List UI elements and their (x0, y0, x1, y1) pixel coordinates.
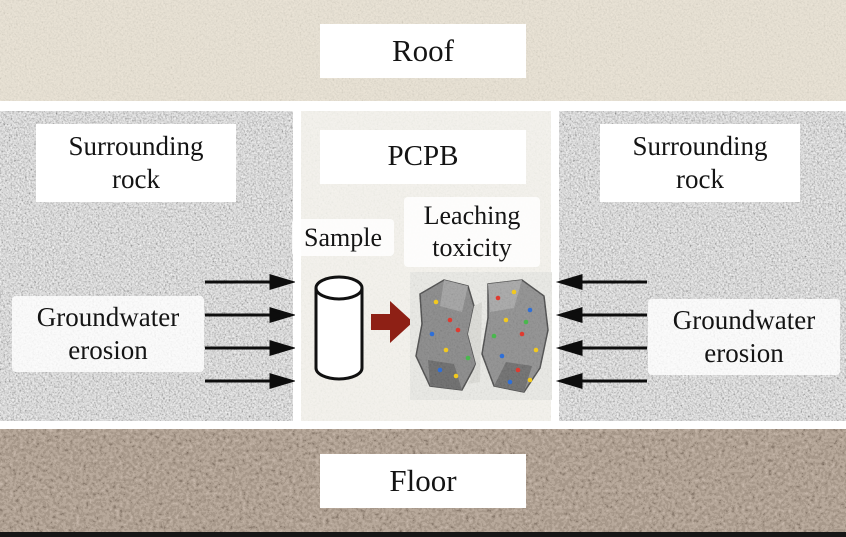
groundwater-erosion-right-label: Groundwater erosion (648, 299, 840, 375)
roof-label-text: Roof (392, 33, 454, 69)
groundwater-right-line1: Groundwater (672, 305, 816, 336)
bottom-border (0, 532, 846, 537)
pcpb-label-text: PCPB (387, 140, 459, 173)
sample-label-text: Sample (304, 222, 382, 252)
roof-label: Roof (320, 24, 526, 78)
pcpb-label: PCPB (320, 130, 526, 184)
groundwater-arrows-left-icon (205, 273, 295, 390)
floor-label: Floor (320, 454, 526, 508)
leaching-toxicity-label: Leaching toxicity (404, 197, 540, 267)
surrounding-rock-left-label: Surrounding rock (36, 124, 236, 202)
sample-cylinder-icon (314, 275, 364, 381)
sample-label: Sample (292, 219, 394, 256)
transformation-arrow-icon (371, 301, 413, 343)
leaching-toxicity-line2: toxicity (432, 233, 512, 262)
surrounding-rock-right-line2: rock (676, 164, 724, 194)
groundwater-erosion-left-label: Groundwater erosion (12, 296, 204, 372)
surrounding-rock-left-line2: rock (112, 164, 160, 194)
leaching-toxicity-line1: Leaching (423, 201, 521, 231)
surrounding-rock-left-line1: Surrounding (68, 131, 204, 162)
surrounding-rock-right-line1: Surrounding (632, 131, 768, 162)
groundwater-left-line2: erosion (68, 335, 148, 365)
groundwater-arrows-right-icon (555, 273, 647, 390)
surrounding-rock-right-label: Surrounding rock (600, 124, 800, 202)
groundwater-left-line1: Groundwater (36, 302, 180, 333)
leached-rock-image (410, 272, 552, 400)
groundwater-right-line2: erosion (704, 338, 784, 368)
floor-label-text: Floor (389, 463, 457, 499)
floor-band (0, 429, 846, 533)
mineral-specks (429, 289, 539, 385)
